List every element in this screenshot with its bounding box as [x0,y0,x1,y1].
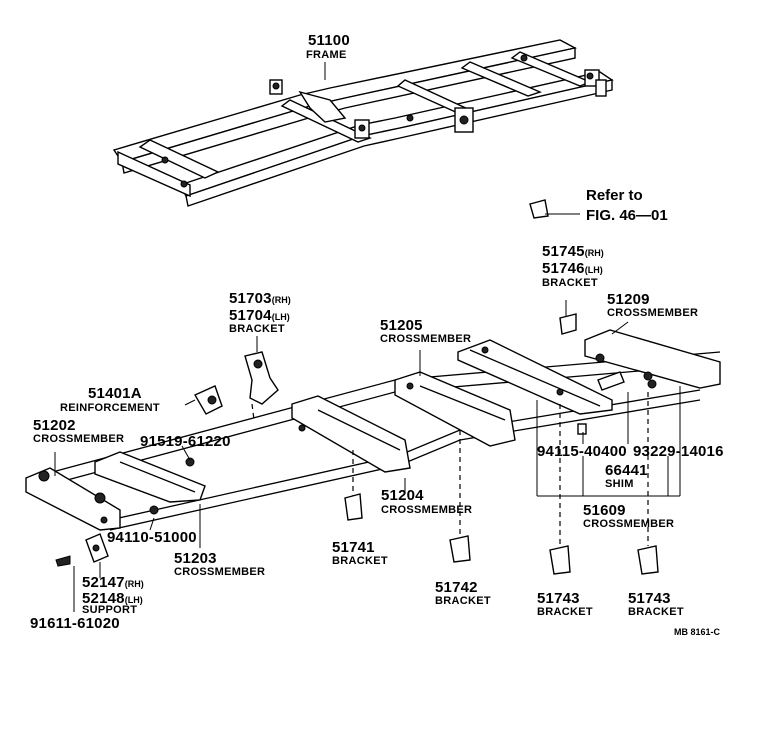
crossmember-51209-name: CROSSMEMBER [607,307,699,319]
bracket-51743-name-2: BRACKET [628,606,684,618]
bracket-51746-label: 51746(LH) [542,260,603,277]
frame-assembly-drawing [112,39,614,207]
bracket-51745-name: BRACKET [542,277,598,289]
crossmember-51209-number: 51209 [607,291,650,308]
bracket-51741-number: 51741 [332,539,375,556]
frame-part-name: FRAME [306,49,347,61]
crossmember-51204-number: 51204 [381,487,424,504]
crossmember-51205-number: 51205 [380,317,423,334]
crossmember-51204-name: CROSSMEMBER [381,504,473,516]
crossmember-51205-name: CROSSMEMBER [380,333,472,345]
bolt-91611-number: 91611-61020 [30,615,120,632]
bolt-93229-number: 93229-14016 [633,443,724,460]
bracket-51743-name-1: BRACKET [537,606,593,618]
bracket-51703-name: BRACKET [229,323,285,335]
bracket-51704-label: 51704(LH) [229,307,290,324]
bolt-91519-number: 91519-61220 [140,433,231,450]
crossmember-51609-number: 51609 [583,502,626,519]
support-52147-label: 52147(RH) [82,574,144,591]
crossmember-51203-number: 51203 [174,550,217,567]
bracket-51742-number: 51742 [435,579,478,596]
bracket-51742-name: BRACKET [435,595,491,607]
support-name: SUPPORT [82,604,138,616]
bracket-51743-number-1: 51743 [537,590,580,607]
crossmember-51609-name: CROSSMEMBER [583,518,675,530]
reinforcement-name: REINFORCEMENT [60,402,160,414]
figure-code: MB 8161-C [674,627,721,637]
support-52148-label: 52148(LH) [82,590,143,607]
bracket-51743-number-2: 51743 [628,590,671,607]
shim-number: 66441 [605,462,648,479]
refer-to-text: Refer to [586,187,643,204]
refer-figure-text: FIG. 46—01 [586,207,668,224]
shim-name: SHIM [605,478,634,490]
bracket-51745-label: 51745(RH) [542,243,604,260]
exploded-frame-drawing [25,199,721,612]
frame-part-number: 51100 [308,32,350,49]
crossmember-51203-name: CROSSMEMBER [174,566,266,578]
nut-94110-number: 94110-51000 [107,529,197,546]
bracket-51741-name: BRACKET [332,555,388,567]
reinforcement-number: 51401A [88,385,142,402]
nut-94115-number: 94115-40400 [537,443,627,460]
crossmember-51202-number: 51202 [33,417,76,434]
bracket-51703-label: 51703(RH) [229,290,291,307]
crossmember-51202-name: CROSSMEMBER [33,433,125,445]
